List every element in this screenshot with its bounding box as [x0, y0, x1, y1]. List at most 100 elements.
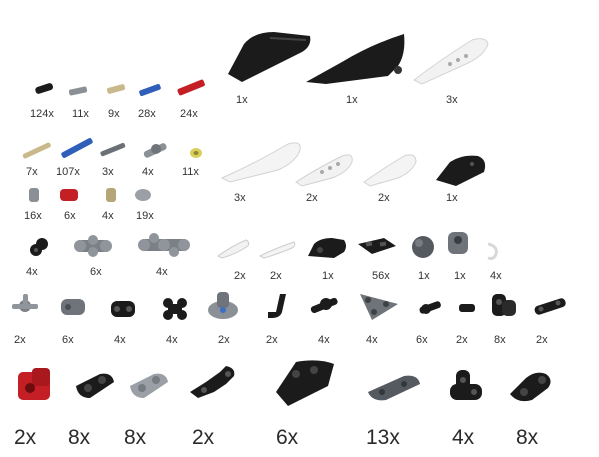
qty-label: 3x [234, 192, 246, 204]
qty-label: 2x [218, 334, 230, 346]
qty-label: 7x [26, 166, 38, 178]
qty-label: 6x [276, 426, 299, 449]
black-tiny-connector-icon [456, 298, 478, 318]
grey-double-cross-block-icon [134, 230, 194, 260]
white-curved-panel-icon [218, 136, 304, 184]
qty-label: 4x [156, 266, 168, 278]
black-angle-connector-icon [28, 236, 50, 258]
qty-label: 107x [56, 166, 80, 178]
qty-label: 2x [14, 426, 37, 449]
black-tee-connector-icon [446, 366, 486, 406]
qty-label: 6x [62, 334, 74, 346]
black-tread-link-icon [354, 234, 400, 258]
blue-axle-pin-long-icon [58, 136, 96, 160]
qty-label: 1x [346, 94, 358, 106]
black-triangle-beam-icon [272, 356, 340, 410]
black-large-panel-left-icon [224, 28, 314, 86]
qty-label: 2x [14, 334, 26, 346]
qty-label: 124x [30, 108, 54, 120]
qty-label: 19x [136, 210, 154, 222]
qty-label: 6x [90, 266, 102, 278]
qty-label: 4x [452, 426, 475, 449]
grey-beam-connector-icon [58, 294, 88, 320]
qty-label: 8x [494, 334, 506, 346]
qty-label: 2x [456, 334, 468, 346]
black-beam-connector-icon [108, 296, 138, 322]
black-wedge-icon [304, 234, 350, 262]
qty-label: 8x [68, 426, 91, 449]
qty-label: 4x [142, 166, 154, 178]
qty-label: 4x [166, 334, 178, 346]
white-long-panel-icon [410, 34, 490, 86]
red-axle-extension-icon [58, 186, 80, 204]
black-small-panel-icon [432, 150, 490, 188]
qty-label: 28x [138, 108, 156, 120]
qty-label: 2x [306, 192, 318, 204]
grey-axle-pin-icon [66, 84, 90, 98]
grey-beam-block-icon [126, 368, 172, 402]
tan-bush-icon [104, 186, 118, 204]
white-hook-icon [484, 240, 502, 262]
qty-label: 8x [124, 426, 147, 449]
qty-label: 11x [182, 166, 199, 178]
white-blade-icon [214, 236, 252, 260]
grey-connector-icon [140, 138, 170, 162]
qty-label: 4x [114, 334, 126, 346]
qty-label: 6x [416, 334, 428, 346]
tan-axle-icon [20, 140, 54, 162]
grey-turntable-icon [206, 288, 240, 322]
qty-label: 1x [322, 270, 334, 282]
red-axle-icon [174, 76, 208, 98]
black-large-panel-right-icon [302, 30, 408, 88]
black-double-connector-icon [488, 290, 520, 320]
qty-label: 1x [446, 192, 458, 204]
qty-label: 3x [446, 94, 458, 106]
qty-label: 2x [192, 426, 215, 449]
qty-label: 9x [108, 108, 120, 120]
black-link-beam-icon [530, 294, 570, 318]
qty-label: 8x [516, 426, 539, 449]
qty-label: 13x [366, 426, 400, 449]
white-short-panel-icon [360, 150, 420, 188]
qty-label: 56x [372, 270, 390, 282]
qty-label: 4x [490, 270, 502, 282]
qty-label: 1x [236, 94, 248, 106]
qty-label: 2x [270, 270, 282, 282]
qty-label: 4x [26, 266, 38, 278]
grey-ball-socket-icon [444, 226, 472, 260]
grey-tri-connector-icon [10, 292, 40, 320]
black-steering-arm-icon [506, 366, 556, 406]
yellow-bush-icon [188, 146, 204, 160]
qty-label: 6x [64, 210, 76, 222]
qty-label: 11x [72, 108, 89, 120]
qty-label: 2x [536, 334, 548, 346]
red-block-icon [14, 364, 56, 406]
grey-triangle-plate-icon [354, 288, 404, 324]
blue-axle-pin-icon [136, 82, 164, 98]
qty-label: 1x [454, 270, 466, 282]
tan-axle-pin-icon [104, 82, 128, 96]
qty-label: 16x [24, 210, 42, 222]
black-beam-block-icon [72, 368, 118, 402]
black-small-connector-icon [416, 296, 444, 318]
qty-label: 4x [318, 334, 330, 346]
black-angled-beam-icon [186, 362, 240, 402]
black-pin-connector-icon [306, 292, 342, 318]
qty-label: 24x [180, 108, 198, 120]
qty-label: 4x [102, 210, 114, 222]
black-angle-beam-icon [262, 290, 292, 322]
qty-label: 3x [102, 166, 114, 178]
white-panel-icon [292, 150, 356, 188]
grey-axle-extension-icon [26, 186, 42, 204]
black-cross-connector-icon [160, 296, 190, 322]
white-blade-small-icon [256, 238, 298, 260]
grey-cross-block-icon [70, 232, 116, 260]
grey-half-bush-icon [134, 188, 152, 202]
qty-label: 2x [378, 192, 390, 204]
qty-label: 2x [266, 334, 278, 346]
black-pin-icon [32, 80, 56, 96]
grey-axle-icon [98, 140, 128, 160]
qty-label: 4x [366, 334, 378, 346]
qty-label: 2x [234, 270, 246, 282]
